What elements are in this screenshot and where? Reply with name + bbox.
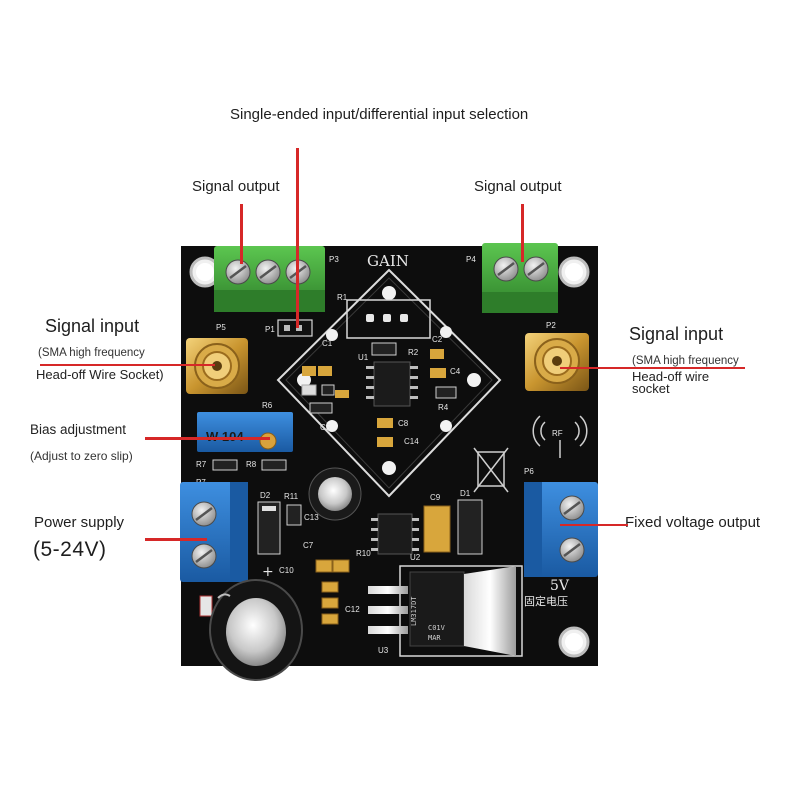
svg-text:U1: U1 [358, 353, 369, 362]
svg-text:C9: C9 [430, 493, 441, 502]
svg-text:C2: C2 [432, 335, 443, 344]
chip-u1 [373, 361, 411, 407]
capacitor-c11 [308, 467, 362, 521]
svg-text:P6: P6 [524, 467, 534, 476]
svg-text:U2: U2 [410, 553, 421, 562]
label-input-selection: Single-ended input/differential input se… [230, 106, 529, 123]
label-signal-input-right: Signal input [629, 324, 724, 344]
svg-text:C13: C13 [304, 513, 319, 522]
svg-text:LM317DT: LM317DT [410, 596, 418, 626]
svg-text:D2: D2 [260, 491, 271, 500]
label-signal-input-left: Signal input [45, 316, 140, 336]
label-signal-input-left-sub2: Head-off Wire Socket) [36, 367, 164, 382]
svg-text:R11: R11 [284, 492, 299, 501]
pointer-line-bias [145, 437, 270, 440]
svg-text:RF: RF [552, 429, 563, 438]
label-fixed-voltage-output: Fixed voltage output [625, 514, 761, 531]
svg-text:C4: C4 [450, 367, 461, 376]
svg-text:P7: P7 [196, 478, 206, 487]
svg-text:C1: C1 [322, 339, 333, 348]
svg-text:R7: R7 [196, 460, 207, 469]
svg-text:C8: C8 [398, 419, 409, 428]
svg-text:C01V: C01V [428, 624, 446, 632]
pointer-line-signal-input-right [560, 367, 745, 369]
pointer-line-signal-output-left [240, 204, 243, 264]
chip-u2 [377, 513, 413, 555]
label-bias-adjustment: Bias adjustment [30, 422, 127, 437]
pcb [181, 246, 598, 666]
pointer-line-signal-output-right [521, 204, 524, 262]
label-signal-output-left: Signal output [192, 178, 280, 195]
label-power-supply: Power supply [34, 514, 125, 531]
svg-text:R6: R6 [262, 401, 273, 410]
pointer-line-signal-input-left [40, 364, 215, 366]
svg-text:P4: P4 [466, 255, 476, 264]
sma-connector-p5 [186, 338, 248, 394]
svg-text:C14: C14 [404, 437, 419, 446]
pointer-line-fixed-voltage [560, 524, 628, 526]
svg-text:C10: C10 [279, 566, 294, 575]
capacitor-c9 [423, 505, 451, 553]
svg-text:R1: R1 [337, 293, 348, 302]
sma-connector-p2 [525, 333, 589, 391]
svg-text:R2: R2 [408, 348, 419, 357]
label-signal-input-right-sub2b: socket [632, 381, 670, 396]
svg-text:D1: D1 [460, 489, 471, 498]
label-signal-input-left-sub1: (SMA high frequency [38, 347, 145, 359]
terminal-block-power [180, 482, 248, 582]
label-bias-adjustment-sub: (Adjust to zero slip) [30, 449, 133, 463]
svg-text:P1: P1 [265, 325, 275, 334]
jumper-p1 [277, 319, 313, 337]
bias-potentiometer-r6: W 104 [197, 412, 293, 452]
diode-d2 [257, 501, 281, 555]
svg-text:5V: 5V [550, 578, 570, 594]
svg-text:C7: C7 [303, 541, 314, 550]
svg-text:R8: R8 [246, 460, 257, 469]
terminal-block-p3 [214, 246, 325, 312]
weee-silk-icon [473, 447, 509, 493]
diode-d1 [457, 499, 483, 555]
label-signal-output-right: Signal output [474, 178, 562, 195]
regulator-u3: LM317DT [368, 565, 523, 657]
svg-text:P2: P2 [546, 321, 556, 330]
svg-text:R10: R10 [356, 549, 371, 558]
svg-text:C12: C12 [345, 605, 360, 614]
terminal-block-p4 [482, 243, 558, 313]
silk-gain: GAIN [367, 252, 409, 270]
smd-components [301, 342, 457, 447]
svg-text:C5: C5 [320, 423, 331, 432]
rf-silk-icon [532, 415, 588, 458]
label-power-supply-range: (5-24V) [33, 538, 107, 561]
pointer-line-power-supply [145, 538, 207, 541]
label-signal-input-right-sub1: (SMA high frequency [632, 355, 739, 367]
terminal-block-p6 [524, 482, 598, 577]
svg-text:U3: U3 [378, 646, 389, 655]
diamond-silkscreen [276, 268, 502, 498]
svg-text:P3: P3 [329, 255, 339, 264]
svg-text:MAR: MAR [428, 634, 441, 642]
svg-text:R4: R4 [438, 403, 449, 412]
svg-text:固定电压: 固定电压 [524, 594, 568, 608]
label-signal-input-right-sub2a: Head-off wire [632, 369, 710, 384]
capacitor-large [209, 579, 303, 681]
pointer-line-input-selection [296, 148, 299, 328]
svg-text:P5: P5 [216, 323, 226, 332]
mounting-holes [189, 256, 590, 658]
svg-text:+: + [262, 564, 274, 580]
